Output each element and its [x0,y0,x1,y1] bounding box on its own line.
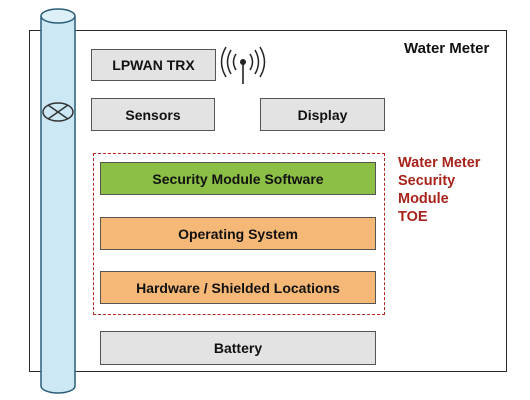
water-meter-title: Water Meter [404,40,490,57]
toe-label-line-1: Water Meter [398,155,481,171]
toe-label-line-3: Module [398,191,449,207]
sensors-box: Sensors [91,98,215,131]
hardware-shielded-locations-label: Hardware / Shielded Locations [136,279,340,296]
toe-label-line-4: TOE [398,209,428,225]
toe-label-line-2: Security [398,173,456,189]
security-module-software-label: Security Module Software [152,170,324,187]
display-box: Display [260,98,385,131]
battery-box: Battery [100,331,376,365]
operating-system-box: Operating System [100,217,376,250]
lpwan-trx-label: LPWAN TRX [112,57,195,73]
operating-system-label: Operating System [178,225,298,242]
toe-label: Water Meter Security Module TOE [398,154,498,226]
lpwan-trx-box: LPWAN TRX [91,49,216,81]
hardware-shielded-locations-box: Hardware / Shielded Locations [100,271,376,304]
water-meter-enclosure [29,30,507,372]
antenna-signal-icon [220,46,266,84]
security-module-toe-boundary [93,153,385,315]
sensors-label: Sensors [125,106,181,123]
display-label: Display [297,106,348,123]
security-module-software-box: Security Module Software [100,162,376,195]
battery-label: Battery [213,340,263,356]
